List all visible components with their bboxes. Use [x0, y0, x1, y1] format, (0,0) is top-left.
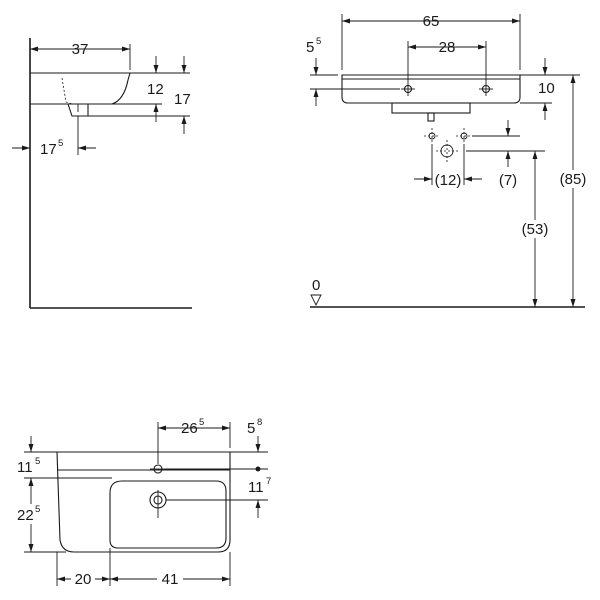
dim-label-225-sup: 5: [35, 504, 40, 515]
arrowhead: [153, 65, 159, 73]
arrowhead: [464, 176, 472, 182]
drain-top: [149, 490, 167, 518]
arrowhead: [255, 500, 261, 508]
drain-mark-right: [456, 128, 472, 144]
basin-hidden-line: [61, 77, 73, 105]
arrowhead: [30, 46, 38, 52]
dim-label-7: (7): [499, 172, 517, 189]
floor-level-label: 0: [312, 277, 320, 294]
front-view: 0 65 28: [306, 13, 588, 308]
basin-front: [341, 74, 521, 104]
drain-front: [427, 112, 435, 122]
arrowhead: [57, 576, 65, 582]
basin-outline-top: [56, 451, 231, 553]
dim-label-175-sup: 5: [58, 138, 63, 149]
label-bg: [71, 570, 95, 587]
arrowhead: [28, 444, 34, 452]
label-bg: [558, 170, 588, 188]
arrowhead: [532, 299, 538, 307]
arrowhead: [570, 75, 576, 83]
dim-label-117: 11: [248, 479, 264, 496]
arrowhead: [181, 65, 187, 73]
tap-hole-right: [479, 82, 493, 96]
bowl-outline: [109, 480, 227, 549]
dim-label-85: (85): [560, 171, 587, 188]
dim-label-53: (53): [522, 221, 549, 238]
dim-label-17: 17: [174, 91, 191, 108]
arrowhead: [78, 145, 86, 151]
arrowhead: [102, 576, 110, 582]
dim-label-265-sup: 5: [199, 417, 204, 428]
arrowhead: [408, 44, 416, 50]
arrowhead: [122, 46, 130, 52]
arrowhead: [424, 176, 432, 182]
arrowhead: [542, 103, 548, 111]
arrowhead: [313, 89, 319, 97]
arrowhead: [222, 576, 230, 582]
dim-label-20: 20: [75, 571, 92, 588]
arrowhead: [110, 576, 118, 582]
dim-label-265: 26: [181, 420, 198, 437]
arrowhead: [342, 18, 350, 24]
floor-level-marker: [310, 294, 322, 307]
arrowhead: [478, 44, 486, 50]
arrowhead: [222, 425, 230, 431]
dim-label-225: 22: [17, 507, 34, 524]
arrowhead: [153, 104, 159, 112]
basin-profile: [30, 72, 131, 105]
dim-label-58: 5: [247, 420, 255, 437]
dim-label-175: 17: [40, 141, 57, 158]
arrowhead: [255, 444, 261, 452]
arrowhead: [313, 67, 319, 75]
label-bg: [518, 220, 552, 238]
dim-label-41: 41: [162, 571, 179, 588]
drain-stub: [67, 103, 89, 117]
label-bg: [157, 570, 183, 587]
drain-mark-left: [424, 128, 440, 144]
dim-label-115-sup: 5: [35, 456, 40, 467]
dim-label-65: 65: [423, 13, 440, 30]
tap-hole-top: [150, 464, 166, 474]
arrowhead: [181, 116, 187, 124]
dim-label-55: 5: [306, 39, 314, 56]
arrowhead: [28, 544, 34, 552]
side-view: 37 12 17 17 5: [12, 38, 192, 309]
arrowhead: [505, 128, 511, 136]
arrowhead: [158, 425, 166, 431]
dim-label-12: 12: [147, 81, 164, 98]
arrowhead: [22, 145, 30, 151]
basin-bottom: [391, 102, 471, 114]
dim-label-117-sup: 7: [266, 476, 271, 487]
top-view: 26 5 5 8 11 7 11 5 22 5: [16, 417, 271, 588]
arrowhead: [28, 478, 34, 486]
dim-label-12b: (12): [435, 172, 462, 189]
arrowhead: [570, 299, 576, 307]
arrowhead: [532, 151, 538, 159]
dim-label-28: 28: [439, 39, 456, 56]
dim-label-58-sup: 8: [257, 417, 262, 428]
drain-mark-center: [436, 140, 458, 162]
arrowhead: [512, 18, 520, 24]
arrowhead: [505, 151, 511, 159]
dim-label-10: 10: [538, 80, 555, 97]
tap-hole-left: [401, 82, 415, 96]
dim-label-55-sup: 5: [316, 36, 321, 47]
dim-label-37: 37: [72, 41, 89, 58]
dim-label-115: 11: [17, 459, 33, 476]
arrowhead: [542, 67, 548, 75]
label-bg: [16, 504, 46, 524]
